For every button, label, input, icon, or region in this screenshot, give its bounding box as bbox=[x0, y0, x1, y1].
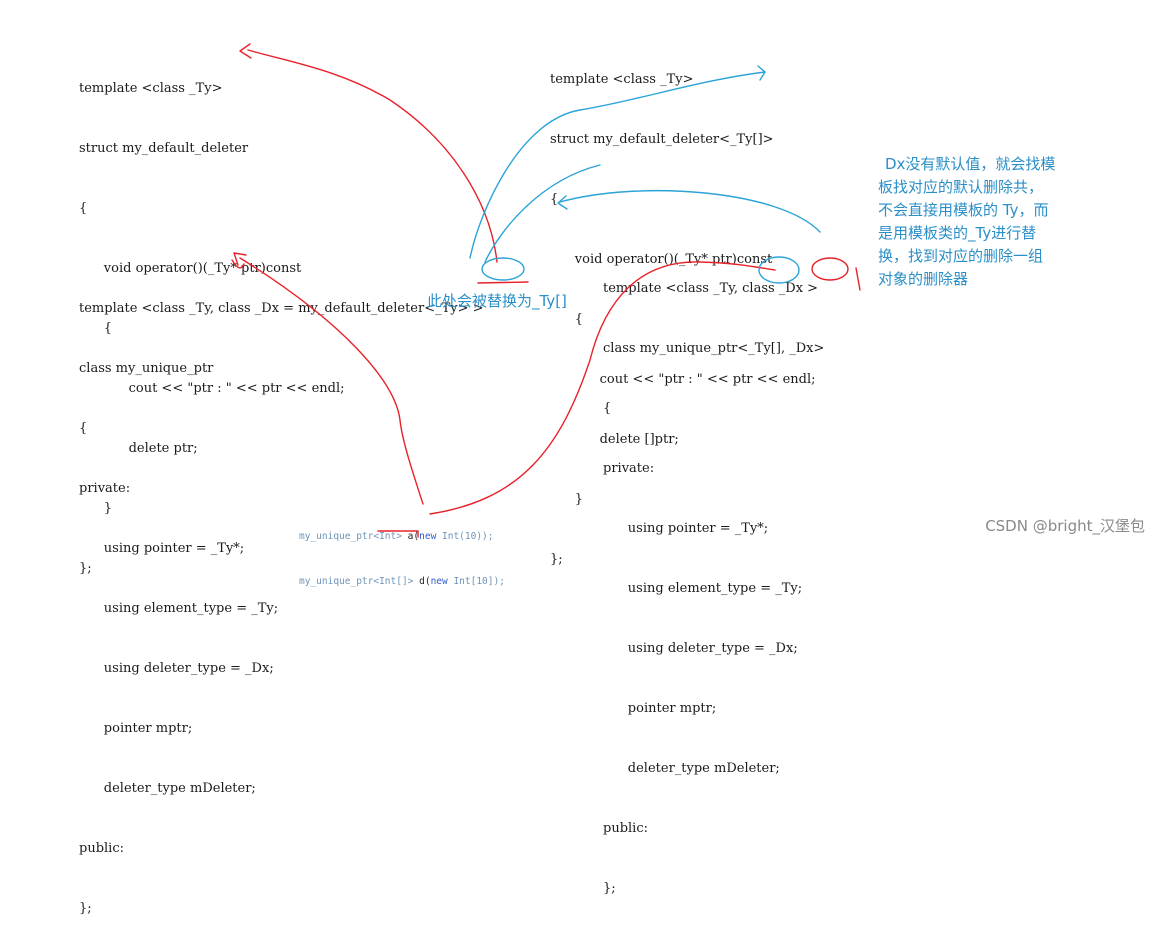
code-line: public: bbox=[603, 821, 648, 836]
red-arrow-ty-to-primary-deleter bbox=[247, 49, 498, 263]
red-underline bbox=[477, 281, 529, 284]
explanation-line: 不会直接用模板的 Ty，而 bbox=[878, 201, 1049, 219]
arrowhead-icon bbox=[233, 252, 247, 266]
code-line: cout << "ptr : " << ptr << endl; bbox=[550, 372, 816, 387]
code-line: { bbox=[79, 201, 88, 216]
blue-circle-ty bbox=[481, 257, 525, 281]
snippet-var: d( bbox=[413, 576, 431, 587]
arrowhead-icon bbox=[557, 195, 568, 210]
code-line: pointer mptr; bbox=[79, 721, 193, 736]
arrowhead-icon bbox=[239, 43, 252, 59]
watermark: CSDN @bright_汉堡包 bbox=[985, 517, 1145, 535]
blue-circle-ty-array bbox=[758, 256, 800, 284]
code-line: void operator()(_Ty* ptr)const bbox=[79, 261, 302, 276]
code-line: { bbox=[79, 321, 113, 336]
blue-arrow-to-array-deleter-2 bbox=[484, 164, 601, 263]
explanation-line: 板找对应的默认删除共， bbox=[878, 178, 1044, 196]
code-line: }; bbox=[603, 881, 616, 896]
red-tick bbox=[855, 267, 861, 291]
code-line: public: bbox=[79, 841, 124, 856]
code-line: { bbox=[79, 421, 88, 436]
code-line: template <class _Ty> bbox=[550, 72, 694, 87]
snippet-keyword: new bbox=[430, 576, 448, 587]
code-line: } bbox=[550, 492, 584, 507]
snippet-keyword: new bbox=[419, 531, 437, 542]
code-line: deleter_type mDeleter; bbox=[79, 781, 256, 796]
code-line: template <class _Ty> bbox=[79, 81, 223, 96]
code-line: } bbox=[79, 501, 113, 516]
code-line: pointer mptr; bbox=[603, 701, 717, 716]
snippet-type: my_unique_ptr<Int[]> bbox=[299, 576, 414, 587]
code-line: using pointer = _Ty*; bbox=[603, 521, 769, 536]
replace-annotation: 此处会被替换为_Ty[] bbox=[427, 292, 567, 310]
code-line: class my_unique_ptr bbox=[79, 361, 214, 376]
snippet-line-1: my_unique_ptr<Int> a(new Int(10)); bbox=[299, 529, 505, 544]
code-line: deleter_type mDeleter; bbox=[603, 761, 780, 776]
explanation-annotation: Dx没有默认值，就会找模 板找对应的默认删除共， 不会直接用模板的 Ty，而 是… bbox=[878, 153, 1098, 291]
code-line: { bbox=[550, 312, 584, 327]
code-line: { bbox=[550, 192, 559, 207]
code-block-default-deleter: template <class _Ty> struct my_default_d… bbox=[79, 39, 345, 599]
code-line: cout << "ptr : " << ptr << endl; bbox=[79, 381, 345, 396]
explanation-line: 对象的删除器 bbox=[878, 270, 969, 288]
arrowhead-icon bbox=[757, 65, 766, 81]
code-line: { bbox=[603, 401, 612, 416]
code-line: using element_type = _Ty; bbox=[603, 581, 803, 596]
annotation-overlay bbox=[231, 43, 861, 538]
red-arrow-snippet-to-unique-ptr bbox=[239, 257, 424, 505]
explanation-line: 换，找到对应的删除一组 bbox=[878, 247, 1044, 265]
red-mark-ty bbox=[231, 259, 245, 269]
snippet-rest: Int(10)); bbox=[436, 531, 494, 542]
code-line: private: bbox=[603, 461, 655, 476]
snippet-var: a( bbox=[401, 531, 420, 542]
red-underline-snippet bbox=[377, 530, 419, 538]
snippet-rest: Int[10]); bbox=[447, 576, 505, 587]
code-line: struct my_default_deleter bbox=[79, 141, 249, 156]
snippet-type: my_unique_ptr<Int> bbox=[299, 531, 402, 542]
red-arrow-snippet-to-specialization bbox=[429, 261, 776, 515]
code-line: delete []ptr; bbox=[550, 432, 679, 447]
code-line: private: bbox=[79, 481, 131, 496]
code-line: using deleter_type = _Dx; bbox=[79, 661, 274, 676]
blue-arrow-specialization-to-deleter bbox=[559, 189, 821, 233]
explanation-line: Dx没有默认值，就会找模 bbox=[885, 155, 1056, 173]
code-line: using deleter_type = _Dx; bbox=[603, 641, 798, 656]
red-circle-dx bbox=[811, 257, 849, 281]
snippet-line-2: my_unique_ptr<Int[]> d(new Int[10]); bbox=[299, 574, 505, 589]
blue-arrow-to-array-deleter bbox=[469, 71, 766, 259]
code-line: template <class _Ty, class _Dx > bbox=[603, 281, 819, 296]
explanation-line: 是用模板类的_Ty进行替 bbox=[878, 224, 1037, 242]
code-line: }; bbox=[79, 901, 92, 916]
code-line: struct my_default_deleter<_Ty[]> bbox=[550, 132, 774, 147]
code-line: delete ptr; bbox=[79, 441, 198, 456]
code-line: class my_unique_ptr<_Ty[], _Dx> bbox=[603, 341, 825, 356]
code-line: template <class _Ty, class _Dx = my_defa… bbox=[79, 301, 484, 316]
